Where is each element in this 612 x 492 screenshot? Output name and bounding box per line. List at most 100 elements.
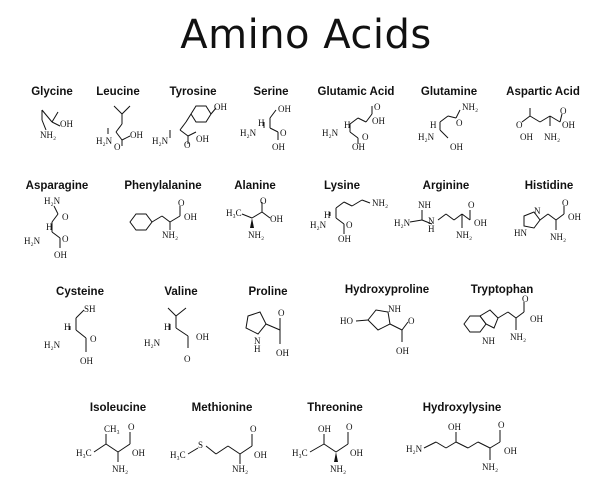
label-o: O bbox=[114, 142, 121, 152]
page-title: Amino Acids bbox=[180, 12, 432, 58]
label-oh: OH bbox=[350, 448, 363, 458]
label-h2n: H₂N bbox=[310, 220, 327, 230]
label-o: O bbox=[374, 102, 381, 112]
label-o: O bbox=[408, 316, 415, 326]
label-oh: OH bbox=[562, 120, 575, 130]
structure-valine: H H₂N OH O bbox=[144, 307, 209, 364]
label-oh: OH bbox=[272, 142, 285, 152]
label-h2n: H₂N bbox=[96, 136, 113, 146]
label-o: O bbox=[278, 308, 285, 318]
label-h: H bbox=[258, 118, 265, 128]
structure-threonine: OH H₃C O OH NH₂ bbox=[292, 422, 363, 474]
name-hydroxylysine: Hydroxylysine bbox=[422, 402, 502, 414]
label-h3c: H₃C bbox=[170, 450, 186, 460]
label-o: O bbox=[250, 424, 257, 434]
structure-histidine: HN N O OH NH₂ bbox=[514, 198, 581, 242]
name-cysteine: Cysteine bbox=[56, 286, 104, 298]
label-nh2: NH₂ bbox=[330, 464, 346, 474]
label-oh: OH bbox=[450, 142, 463, 152]
label-o: O bbox=[516, 120, 523, 130]
label-o: O bbox=[346, 422, 353, 432]
label-h: H bbox=[428, 224, 435, 234]
label-o: O bbox=[260, 196, 267, 206]
label-ch3: CH₃ bbox=[104, 424, 120, 434]
label-oh: OH bbox=[270, 214, 283, 224]
structure-methionine: H₃C S O OH NH₂ bbox=[170, 424, 267, 474]
label-nh: NH bbox=[482, 336, 495, 346]
label-oh: OH bbox=[184, 212, 197, 222]
label-o: O bbox=[498, 420, 505, 430]
structure-hydroxylysine: H₂N OH O OH NH₂ bbox=[406, 420, 517, 472]
label-nh2: NH₂ bbox=[456, 230, 472, 240]
label-nh2: NH₂ bbox=[482, 462, 498, 472]
structure-lysine: NH₂ H H₂N O OH bbox=[310, 198, 388, 244]
label-o: O bbox=[184, 140, 191, 150]
name-tyrosine: Tyrosine bbox=[169, 86, 217, 98]
name-alanine: Alanine bbox=[234, 180, 276, 192]
label-o: O bbox=[184, 354, 191, 364]
label-oh: OH bbox=[80, 356, 93, 366]
structure-arginine: NH H₂N H N O OH NH₂ bbox=[394, 200, 487, 240]
label-h3c: H₃C bbox=[226, 208, 242, 218]
label-h: H bbox=[46, 222, 53, 232]
label-oh: OH bbox=[520, 132, 533, 142]
label-o: O bbox=[562, 198, 569, 208]
label-nh2: NH₂ bbox=[112, 464, 128, 474]
label-oh: OH bbox=[276, 348, 289, 358]
structure-tryptophan: NH O OH NH₂ bbox=[463, 294, 543, 346]
label-h: H bbox=[430, 120, 437, 130]
label-h2n: H₂N bbox=[394, 218, 411, 228]
name-phenylalanine: Phenylalanine bbox=[124, 180, 202, 192]
label-nh2: NH₂ bbox=[40, 130, 56, 140]
name-isoleucine: Isoleucine bbox=[89, 402, 147, 414]
label-nh: NH bbox=[388, 304, 401, 314]
label-o: O bbox=[280, 128, 287, 138]
name-aspartic-acid: Aspartic Acid bbox=[506, 86, 580, 98]
structure-hydroxyproline: HO NH O OH bbox=[340, 304, 415, 356]
label-h2n: H₂N bbox=[406, 444, 423, 454]
label-o: O bbox=[468, 200, 475, 210]
structure-asparagine: H₂N O H H₂N O OH bbox=[24, 196, 69, 260]
label-o: O bbox=[62, 212, 69, 222]
name-tryptophan: Tryptophan bbox=[470, 284, 534, 296]
structure-glycine: OH NH₂ bbox=[40, 109, 73, 140]
name-arginine: Arginine bbox=[422, 180, 470, 192]
label-nh2: NH₂ bbox=[462, 102, 478, 112]
label-o: O bbox=[362, 132, 369, 142]
structure-serine: OH H H₂N O OH bbox=[240, 104, 291, 152]
structure-leucine: H₂N O OH bbox=[96, 105, 143, 152]
label-h2n: H₂N bbox=[240, 128, 257, 138]
label-oh: OH bbox=[54, 250, 67, 260]
label-oh: OH bbox=[132, 448, 145, 458]
label-nh2: NH₂ bbox=[510, 332, 526, 342]
label-oh: OH bbox=[196, 134, 209, 144]
structure-glutamine: NH₂ O H H₂N OH bbox=[418, 102, 478, 152]
label-nh: N bbox=[254, 336, 261, 346]
label-o: O bbox=[456, 118, 463, 128]
label-oh: OH bbox=[278, 104, 291, 114]
structure-tyrosine: OH H₂N O OH bbox=[152, 102, 227, 150]
label-nh: NH bbox=[418, 200, 431, 210]
name-glutamine: Glutamine bbox=[420, 86, 478, 98]
label-nh2: NH₂ bbox=[544, 132, 560, 142]
label-oh: OH bbox=[504, 446, 517, 456]
label-h: H bbox=[324, 210, 331, 220]
structure-isoleucine: CH₃ H₃C O OH NH₂ bbox=[76, 422, 145, 474]
label-hn: HN bbox=[514, 228, 527, 238]
label-s: S bbox=[198, 440, 203, 450]
label-h2n: H₂N bbox=[24, 236, 41, 246]
label-oh: OH bbox=[318, 424, 331, 434]
label-oh: OH bbox=[196, 332, 209, 342]
label-nh2: NH₂ bbox=[550, 232, 566, 242]
label-nh2: NH₂ bbox=[232, 464, 248, 474]
label-oh: OH bbox=[568, 212, 581, 222]
label-h3c: H₃C bbox=[292, 448, 308, 458]
label-nh2: NH₂ bbox=[372, 198, 388, 208]
label-oh: OH bbox=[352, 142, 365, 152]
label-ho: HO bbox=[340, 316, 353, 326]
label-sh: SH bbox=[84, 304, 96, 314]
label-h2n: H₂N bbox=[152, 136, 169, 146]
label-o: O bbox=[62, 234, 69, 244]
structure-alanine: H₃C O OH NH₂ bbox=[226, 196, 283, 240]
structure-aspartic-acid: O O OH OH NH₂ bbox=[516, 106, 575, 142]
